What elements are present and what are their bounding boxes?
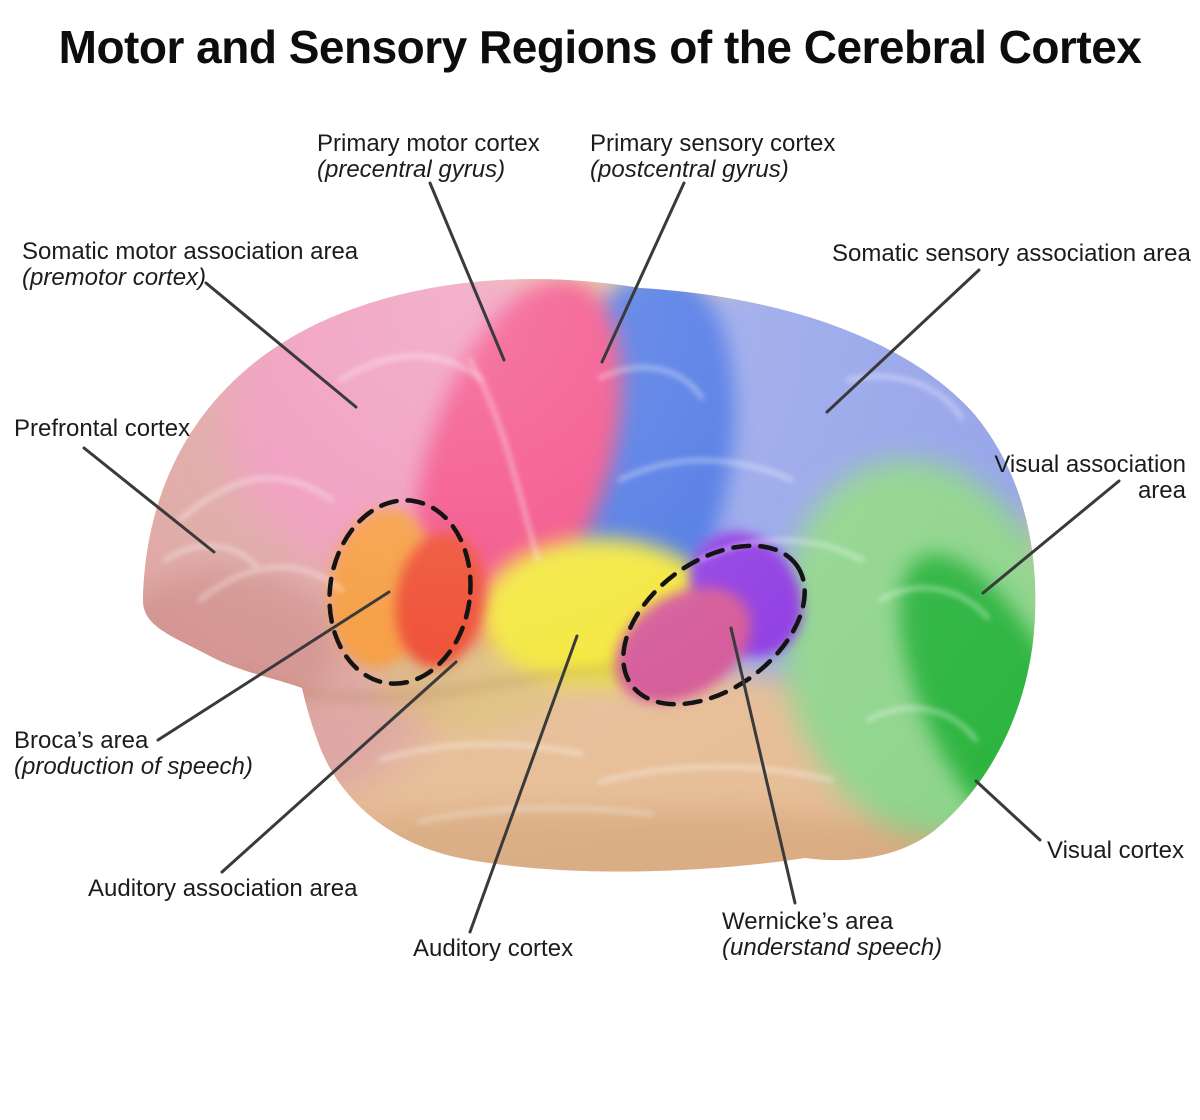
label-brocas-area: Broca’s area (production of speech)	[14, 728, 253, 780]
label-subtext: (postcentral gyrus)	[590, 156, 789, 183]
label-somatic-motor-association-area: Somatic motor association area (premotor…	[22, 239, 358, 291]
leader-visual-association-area	[981, 479, 1121, 595]
label-visual-cortex: Visual cortex	[1047, 838, 1184, 864]
leader-somatic-motor-association-area	[204, 281, 358, 409]
leader-primary-motor-cortex	[428, 181, 506, 362]
label-auditory-association-area: Auditory association area	[88, 876, 357, 902]
label-subtext: (precentral gyrus)	[317, 156, 506, 183]
label-primary-sensory-cortex: Primary sensory cortex (postcentral gyru…	[590, 131, 835, 183]
label-prefrontal-cortex: Prefrontal cortex	[14, 416, 190, 442]
label-subtext: (premotor cortex)	[22, 264, 207, 291]
leader-auditory-cortex	[468, 634, 579, 934]
leader-brocas-area	[156, 590, 391, 742]
label-subtext: (understand speech)	[722, 934, 943, 961]
page-title: Motor and Sensory Regions of the Cerebra…	[58, 21, 1142, 73]
leader-visual-cortex	[974, 779, 1042, 842]
leader-somatic-sensory-association-area	[825, 268, 981, 414]
leader-lines	[82, 181, 1121, 934]
leader-auditory-association-area	[220, 660, 458, 874]
label-text: Primary sensory cortex	[590, 130, 836, 157]
label-text: Primary motor cortex	[317, 130, 540, 157]
dashed-outlines	[327, 498, 807, 707]
label-text: Auditory association area	[88, 875, 358, 902]
label-text: Wernicke’s area	[722, 908, 894, 935]
label-text: Auditory cortex	[413, 935, 574, 962]
label-text: Visual cortex	[1047, 837, 1184, 864]
label-visual-association-area: Visual association area	[986, 452, 1186, 504]
label-text: Visual association area	[994, 451, 1186, 504]
label-auditory-cortex: Auditory cortex	[413, 936, 573, 962]
label-wernickes-area: Wernicke’s area (understand speech)	[722, 909, 942, 961]
brocas-area-outline	[327, 498, 473, 686]
label-text: Prefrontal cortex	[14, 415, 191, 442]
leader-primary-sensory-cortex	[600, 181, 686, 364]
leader-prefrontal-cortex	[82, 446, 216, 554]
label-somatic-sensory-association-area: Somatic sensory association area	[832, 241, 1191, 267]
label-text: Somatic motor association area	[22, 238, 359, 265]
leader-wernickes-area	[729, 626, 797, 905]
label-primary-motor-cortex: Primary motor cortex (precentral gyrus)	[317, 131, 540, 183]
label-subtext: (production of speech)	[14, 753, 253, 780]
wernickes-area-outline	[621, 543, 807, 707]
label-text: Broca’s area	[14, 727, 149, 754]
label-text: Somatic sensory association area	[832, 240, 1191, 267]
